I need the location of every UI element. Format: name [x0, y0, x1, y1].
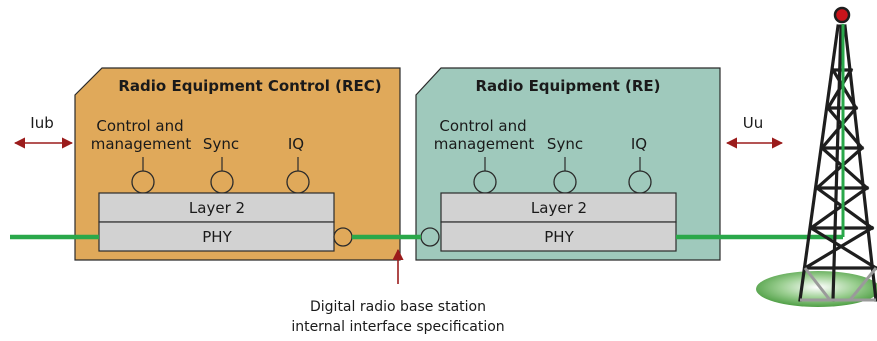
re-port	[420, 227, 440, 247]
ground-ellipse	[756, 271, 877, 307]
rec-layer2-label: Layer 2	[189, 199, 245, 217]
rec-sync-sap	[210, 170, 234, 194]
iub-interface: Iub	[13, 114, 74, 149]
rec-control-label-2: management	[91, 135, 192, 153]
antenna-tower-icon	[756, 6, 877, 307]
re-iq-label: IQ	[631, 135, 647, 153]
re-layer2-box	[440, 192, 677, 223]
re-sync-label: Sync	[547, 135, 583, 153]
re-iq-sap	[628, 170, 652, 194]
uu-label: Uu	[743, 114, 764, 132]
rec-phy-label: PHY	[202, 228, 232, 246]
rec-port	[333, 227, 353, 247]
rec-iq-label: IQ	[288, 135, 304, 153]
re-phy-box	[440, 221, 677, 252]
re-title: Radio Equipment (RE)	[475, 77, 660, 95]
rec-sync-label: Sync	[203, 135, 239, 153]
re-control-label-2: management	[434, 135, 535, 153]
caption-line-2: internal interface specification	[291, 319, 504, 335]
re-control-label-1: Control and	[439, 117, 526, 135]
rec-iq-sap	[286, 170, 310, 194]
rec-title: Radio Equipment Control (REC)	[118, 77, 381, 95]
uu-interface: Uu	[725, 114, 784, 149]
antenna-beacon	[833, 6, 851, 24]
rec-layer2-box	[98, 192, 335, 223]
iub-label: Iub	[30, 114, 53, 132]
re-layer2-label: Layer 2	[531, 199, 587, 217]
re-phy-label: PHY	[544, 228, 574, 246]
interface-pointer: Digital radio base station internal inte…	[291, 248, 505, 335]
re-block: Radio Equipment (RE) Control and managem…	[415, 67, 721, 261]
rec-control-sap	[131, 170, 155, 194]
re-control-sap	[473, 170, 497, 194]
re-sync-sap	[553, 170, 577, 194]
rec-control-label-1: Control and	[96, 117, 183, 135]
caption-line-1: Digital radio base station	[310, 299, 486, 315]
rec-block: Radio Equipment Control (REC) Control an…	[74, 67, 401, 261]
